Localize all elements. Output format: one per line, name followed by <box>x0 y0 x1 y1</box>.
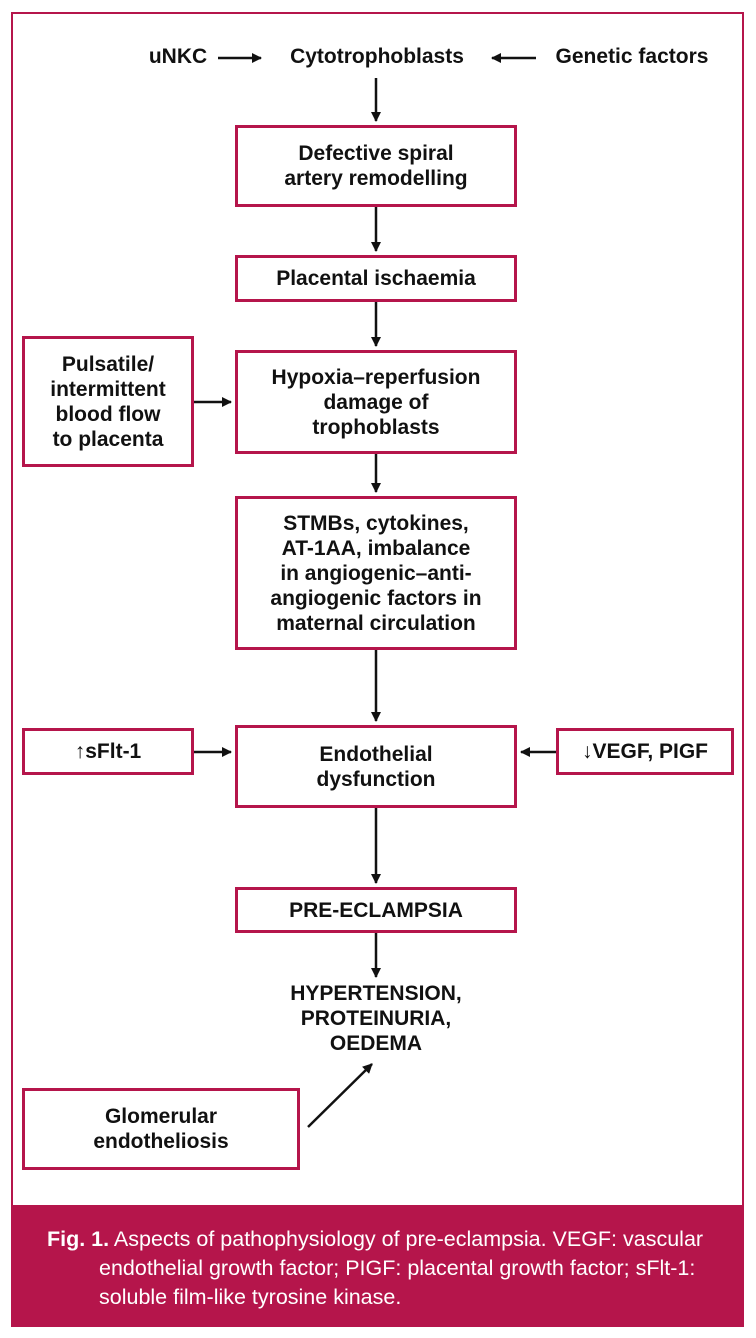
node-placental-ischaemia: Placental ischaemia <box>235 255 517 302</box>
arrow-glomerular-to-outcomes <box>307 1063 373 1128</box>
caption-label: Fig. 1. <box>47 1227 110 1251</box>
label-genetic-factors: Genetic factors <box>555 45 709 68</box>
node-defective-remodelling: Defective spiral artery remodelling <box>235 125 517 207</box>
node-sflt1: ↑sFlt-1 <box>22 728 194 775</box>
label-unkc: uNKC <box>148 45 208 68</box>
node-endothelial-dysfunction: Endothelial dysfunction <box>235 725 517 808</box>
figure-caption: Fig. 1. Aspects of pathophysiology of pr… <box>11 1205 744 1327</box>
caption-text: Aspects of pathophysiology of pre-eclamp… <box>99 1227 704 1309</box>
node-glomerular: Glomerular endotheliosis <box>22 1088 300 1170</box>
node-vegf-pigf: ↓VEGF, PIGF <box>556 728 734 775</box>
node-pulsatile-flow: Pulsatile/ intermittent blood flow to pl… <box>22 336 194 467</box>
node-hypoxia-reperfusion: Hypoxia–reperfusion damage of trophoblas… <box>235 350 517 454</box>
node-stmbs: STMBs, cytokines, AT-1AA, imbalance in a… <box>235 496 517 650</box>
node-outcomes: HYPERTENSION, PROTEINURIA, OEDEMA <box>290 982 462 1055</box>
node-pre-eclampsia: PRE-ECLAMPSIA <box>235 887 517 933</box>
label-cytotrophoblasts: Cytotrophoblasts <box>290 45 464 68</box>
